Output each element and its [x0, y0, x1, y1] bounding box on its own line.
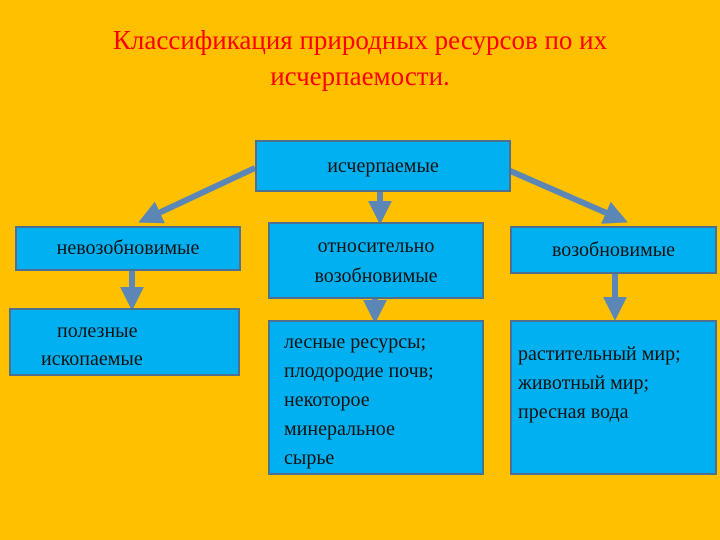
node-flora-line-3: пресная вода: [518, 401, 629, 423]
node-renewable: возобновимые: [510, 226, 717, 274]
title-line-2: исчерпаемости.: [270, 61, 450, 91]
title-line-1: Классификация природных ресурсов по их: [112, 25, 608, 55]
node-nonrenewable-label: невозобновимые: [56, 237, 200, 259]
diagram-title: Классификация природных ресурсов по их и…: [0, 22, 720, 94]
node-exhaustible-label: исчерпаемые: [327, 154, 439, 177]
arrow-top-to-nonrenewable: [138, 165, 257, 224]
node-minerals-line-1: полезные: [57, 320, 138, 342]
node-renewable-label: возобновимые: [551, 238, 676, 261]
node-forest-line-4: минеральное: [284, 418, 395, 440]
node-relatively-renewable: относительно возобновимые: [268, 222, 484, 299]
node-forest-line-3: некоторое: [284, 389, 370, 411]
arrow-top-to-renewable: [506, 167, 628, 224]
node-exhaustible: исчерпаемые: [255, 140, 511, 192]
node-minerals-line-2: ископаемые: [41, 348, 143, 370]
node-forest-resources: лесные ресурсы; плодородие почв; некотор…: [268, 320, 484, 475]
node-flora-fauna: растительный мир; животный мир; пресная …: [510, 320, 717, 475]
node-relatively-renewable-line-1: относительно: [317, 234, 435, 257]
node-forest-line-1: лесные ресурсы;: [284, 331, 427, 353]
node-relatively-renewable-line-2: возобновимые: [314, 264, 438, 287]
node-forest-line-5: сырье: [284, 447, 335, 469]
node-flora-line-2: животный мир;: [518, 372, 650, 394]
node-minerals: полезные ископаемые: [9, 308, 240, 376]
node-forest-line-2: плодородие почв;: [284, 360, 434, 382]
node-nonrenewable: невозобновимые: [15, 226, 241, 271]
node-flora-line-1: растительный мир;: [518, 343, 681, 365]
